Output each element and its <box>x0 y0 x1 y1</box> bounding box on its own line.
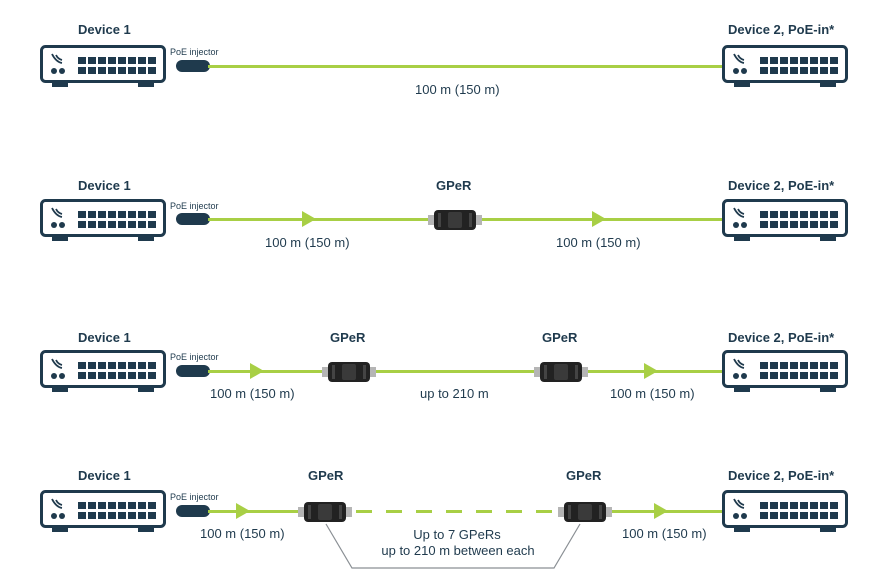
distance-label: 100 m (150 m) <box>210 386 295 401</box>
arrow-right-icon <box>250 363 264 379</box>
device1-switch <box>40 45 166 89</box>
device1-title: Device 1 <box>78 330 131 345</box>
device2-title: Device 2, PoE-in* <box>728 178 835 193</box>
cable-line <box>376 370 534 373</box>
device2-switch <box>722 350 848 394</box>
poe-injector-icon <box>176 213 210 225</box>
arrow-right-icon <box>654 503 668 519</box>
poe-injector-label: PoE injector <box>170 492 219 502</box>
poe-injector-label: PoE injector <box>170 352 219 362</box>
device2-switch <box>722 45 848 89</box>
gper-device <box>534 361 588 383</box>
gper-title: GPeR <box>542 330 578 345</box>
distance-label: 100 m (150 m) <box>622 526 707 541</box>
arrow-right-icon <box>236 503 250 519</box>
device2-title: Device 2, PoE-in* <box>728 468 835 483</box>
gper-title: GPeR <box>566 468 602 483</box>
gper-title: GPeR <box>308 468 344 483</box>
gper-title: GPeR <box>330 330 366 345</box>
cable-line <box>208 218 428 221</box>
gper-device <box>322 361 376 383</box>
gper-chain-note-line1: Up to 7 GPeRs <box>413 527 501 542</box>
gper-device <box>558 501 612 523</box>
poe-injector-icon <box>176 505 210 517</box>
poe-injector-icon <box>176 365 210 377</box>
gper-chain-bracket <box>325 523 581 569</box>
cable-line <box>208 65 722 68</box>
poe-injector-icon <box>176 60 210 72</box>
distance-label: 100 m (150 m) <box>610 386 695 401</box>
distance-label: 100 m (150 m) <box>200 526 285 541</box>
distance-label: 100 m (150 m) <box>265 235 350 250</box>
poe-injector-label: PoE injector <box>170 47 219 57</box>
distance-label: 100 m (150 m) <box>556 235 641 250</box>
distance-label: 100 m (150 m) <box>415 82 500 97</box>
arrow-right-icon <box>644 363 658 379</box>
arrow-right-icon <box>592 211 606 227</box>
device2-title: Device 2, PoE-in* <box>728 22 835 37</box>
device1-title: Device 1 <box>78 22 131 37</box>
gper-chain-note-line2: up to 210 m between each <box>381 543 535 558</box>
device1-switch <box>40 350 166 394</box>
device1-switch <box>40 199 166 243</box>
device2-switch <box>722 490 848 534</box>
cable-dashed-line <box>356 510 556 513</box>
arrow-right-icon <box>302 211 316 227</box>
cable-line <box>208 510 300 513</box>
gper-device <box>428 209 482 231</box>
distance-label: up to 210 m <box>420 386 489 401</box>
poe-injector-label: PoE injector <box>170 201 219 211</box>
device1-switch <box>40 490 166 534</box>
gper-device <box>298 501 352 523</box>
device2-switch <box>722 199 848 243</box>
device1-title: Device 1 <box>78 178 131 193</box>
device1-title: Device 1 <box>78 468 131 483</box>
device2-title: Device 2, PoE-in* <box>728 330 835 345</box>
gper-title: GPeR <box>436 178 472 193</box>
cable-line <box>208 370 322 373</box>
